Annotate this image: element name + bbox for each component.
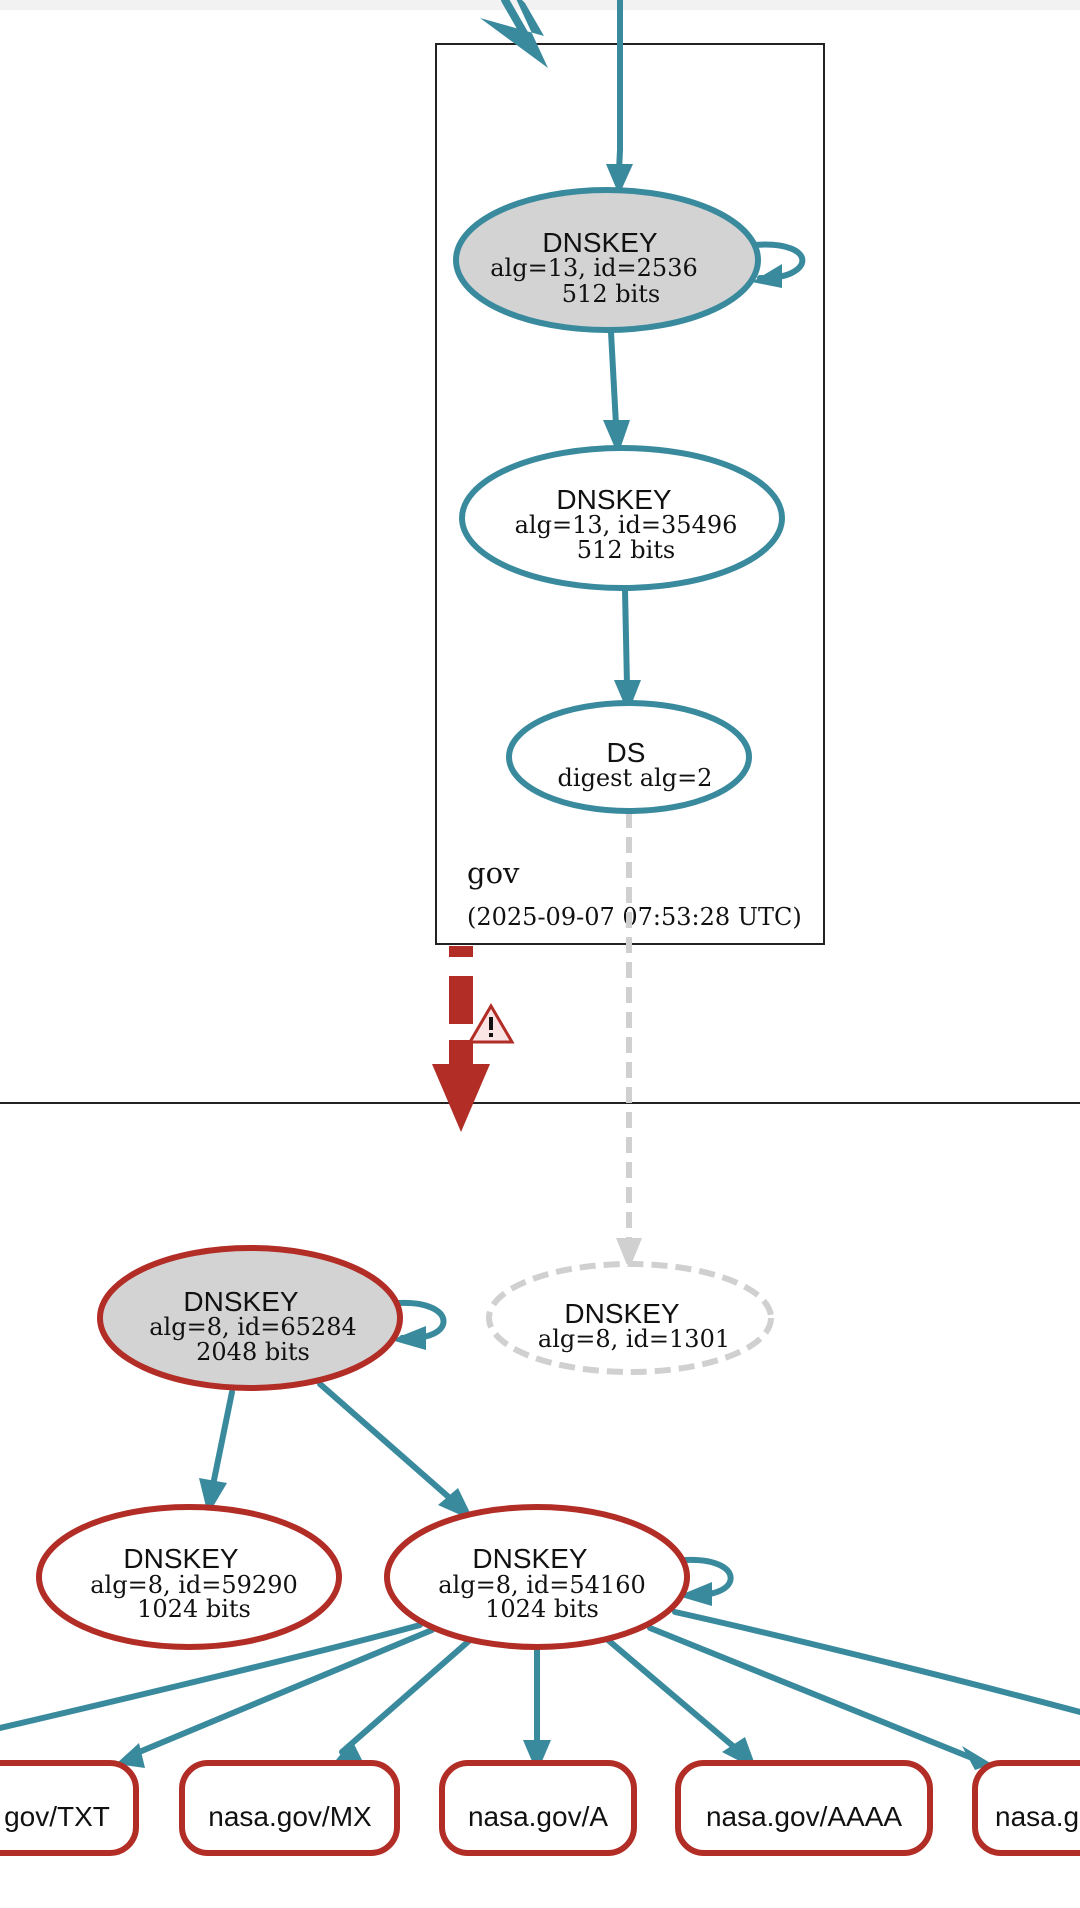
svg-text:nasa.gov/MX: nasa.gov/MX bbox=[208, 1801, 372, 1832]
node-nasa-missing: DNSKEY alg=8, id=1301 bbox=[486, 1261, 774, 1375]
arrowhead-a-in bbox=[523, 1740, 551, 1773]
node-nasa-zsk1: DNSKEY alg=8, id=59290 1024 bits bbox=[36, 1504, 342, 1650]
edge-nasa-ksk-to-zsk2 bbox=[317, 1381, 455, 1503]
arrowhead-nasa-ksk-self bbox=[391, 1326, 426, 1350]
arrowhead-txt-in bbox=[116, 1743, 145, 1768]
svg-text:nasa.g: nasa.g bbox=[995, 1801, 1079, 1832]
node-nasa-zsk2: DNSKEY alg=8, id=54160 1024 bits bbox=[384, 1504, 690, 1650]
svg-text:1024 bits: 1024 bits bbox=[137, 1595, 251, 1623]
svg-text:alg=8, id=54160: alg=8, id=54160 bbox=[438, 1571, 645, 1599]
svg-text:512 bits: 512 bits bbox=[562, 280, 660, 308]
svg-text:alg=8, id=65284: alg=8, id=65284 bbox=[149, 1313, 356, 1341]
svg-text:DNSKEY: DNSKEY bbox=[123, 1543, 238, 1574]
rrset-node: nasa.gov/AAAA bbox=[675, 1760, 933, 1856]
svg-text:nasa.gov/A: nasa.gov/A bbox=[468, 1801, 608, 1832]
rrset-node: nasa.gov/A bbox=[439, 1760, 637, 1856]
edge-delegation-bogus bbox=[432, 946, 490, 1132]
edge-nasa-ksk-to-zsk1 bbox=[210, 1389, 235, 1488]
svg-text:alg=8, id=1301: alg=8, id=1301 bbox=[538, 1325, 730, 1353]
arrowhead-nasa-zsk2-self bbox=[678, 1582, 712, 1606]
svg-text:alg=13, id=35496: alg=13, id=35496 bbox=[515, 511, 738, 539]
svg-text:DS: DS bbox=[607, 737, 646, 768]
svg-text:1024 bits: 1024 bits bbox=[485, 1595, 599, 1623]
zone-name-gov: gov bbox=[467, 856, 520, 890]
svg-text:2048 bits: 2048 bits bbox=[196, 1338, 310, 1366]
edge-gov-ksk-to-zsk bbox=[608, 329, 619, 428]
arrowhead-gov-ds-in bbox=[614, 680, 641, 713]
svg-text:digest alg=2: digest alg=2 bbox=[558, 764, 713, 792]
arrowhead-gov-ksk-in bbox=[606, 164, 633, 195]
edge-zsk2-to-txt bbox=[129, 1627, 435, 1758]
rrset-node: nasa.gov/MX bbox=[179, 1760, 400, 1856]
zone-timestamp-gov: (2025-09-07 07:53:28 UTC) bbox=[467, 903, 802, 931]
edge-zsk2-to-rr-left-offscreen bbox=[0, 1622, 423, 1731]
svg-text:nasa.gov/AAAA: nasa.gov/AAAA bbox=[706, 1801, 902, 1832]
svg-text:DNSKEY: DNSKEY bbox=[542, 227, 657, 258]
edge-zsk2-to-rr-right-offscreen bbox=[672, 1609, 1080, 1715]
edge-zsk2-to-aaaa bbox=[605, 1637, 743, 1755]
svg-text:512 bits: 512 bits bbox=[577, 536, 675, 564]
warning-icon bbox=[467, 1003, 515, 1044]
arrowhead-gov-ksk-self bbox=[752, 264, 782, 288]
rrset-node: nasa.g bbox=[972, 1760, 1080, 1856]
svg-text:gov/TXT: gov/TXT bbox=[4, 1801, 110, 1832]
arrowhead-rr5-in bbox=[962, 1746, 992, 1770]
node-gov-zsk: DNSKEY alg=13, id=35496 512 bits bbox=[459, 445, 785, 591]
svg-text:DNSKEY: DNSKEY bbox=[564, 1298, 679, 1329]
svg-text:alg=8, id=59290: alg=8, id=59290 bbox=[90, 1571, 297, 1599]
arrowhead-gov-zsk-in bbox=[603, 420, 630, 455]
edge-root-to-gov-ksk bbox=[616, 0, 623, 173]
node-gov-ksk: DNSKEY alg=13, id=2536 512 bits bbox=[453, 187, 761, 333]
arrowhead-top-big bbox=[480, 0, 548, 68]
node-nasa-ksk: DNSKEY alg=8, id=65284 2048 bits bbox=[97, 1245, 403, 1391]
edge-gov-zsk-to-ds bbox=[622, 587, 630, 688]
node-gov-ds: DS digest alg=2 bbox=[506, 700, 752, 814]
svg-text:DNSKEY: DNSKEY bbox=[183, 1286, 298, 1317]
top-bar bbox=[0, 0, 1080, 10]
arrowhead-nasa-missing-in bbox=[616, 1238, 642, 1270]
svg-text:alg=13, id=2536: alg=13, id=2536 bbox=[490, 254, 697, 282]
edge-zsk2-to-rr5 bbox=[647, 1625, 975, 1761]
rrset-node: gov/TXT bbox=[0, 1760, 139, 1856]
svg-text:DNSKEY: DNSKEY bbox=[556, 484, 671, 515]
edge-zsk2-to-mx bbox=[339, 1637, 473, 1755]
svg-text:DNSKEY: DNSKEY bbox=[472, 1543, 587, 1574]
